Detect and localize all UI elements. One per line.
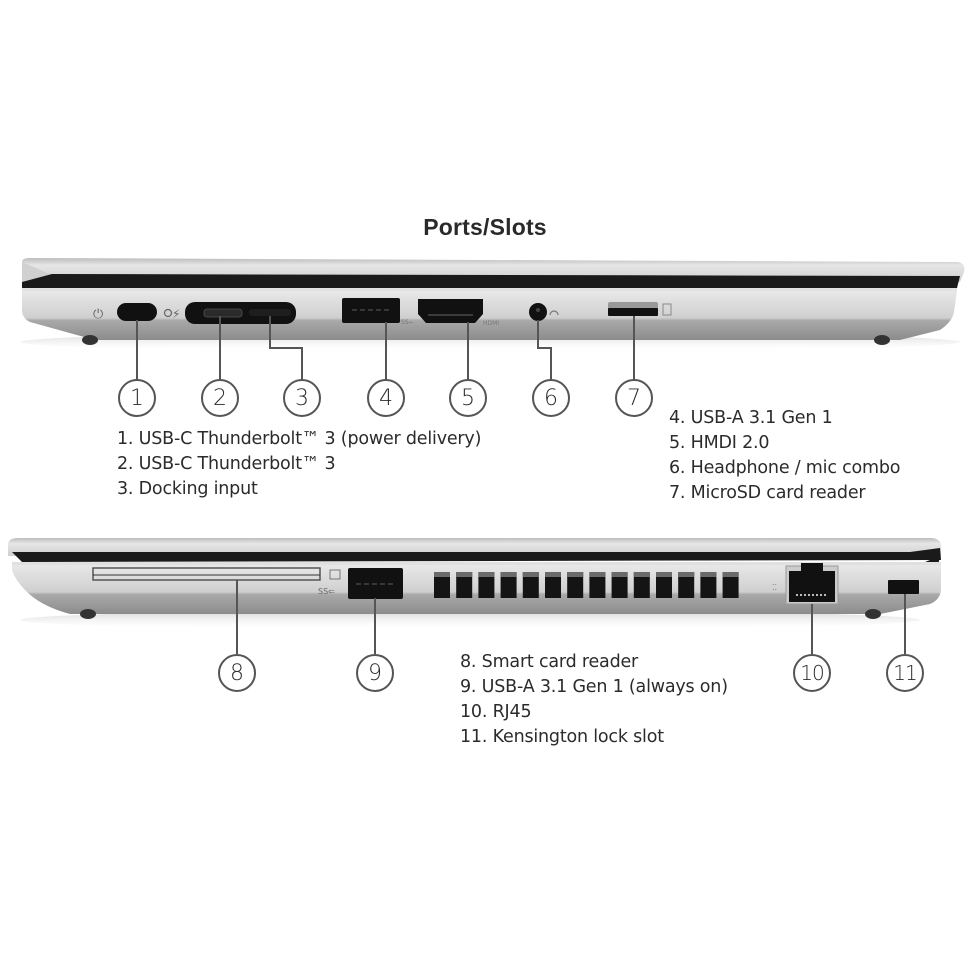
svg-text:⏻: ⏻: [93, 307, 103, 322]
vent-slot: [611, 572, 628, 598]
legend-item: 2. USB-C Thunderbolt™ 3: [117, 454, 336, 474]
port-rj45: ⁚⁚: [772, 563, 839, 605]
svg-text:SS⭠: SS⭠: [401, 319, 414, 326]
laptop-right-side: [8, 538, 942, 630]
vent-slot: [567, 572, 584, 598]
page-title: Ports/Slots: [423, 214, 547, 240]
vent-slot: [545, 572, 561, 598]
legend-item: 7. MicroSD card reader: [669, 483, 866, 503]
legend-item: 6. Headphone / mic combo: [669, 458, 901, 478]
vent-slot: [456, 572, 473, 598]
legend-item: 3. Docking input: [117, 479, 258, 499]
vent-slot: [589, 572, 606, 598]
callout-2: 2: [201, 379, 239, 417]
kensington-lock-slot: [888, 580, 919, 594]
top-callout-lines: [136, 316, 635, 380]
vent-slot: [434, 572, 450, 598]
svg-text:⁚⁚: ⁚⁚: [772, 583, 777, 592]
vent-grille: [434, 572, 739, 598]
callout-6: 6: [532, 379, 570, 417]
legend-item: 10. RJ45: [460, 702, 532, 722]
port-usb-c-power: ⏻: [93, 303, 157, 322]
bottom-callout-lines: [236, 580, 906, 654]
vent-slot: [700, 572, 717, 598]
callout-9: 9: [356, 654, 394, 692]
callout-8: 8: [218, 654, 256, 692]
port-audio-jack: [529, 303, 559, 321]
vent-slot: [522, 572, 539, 598]
vent-slot: [633, 572, 650, 598]
legend-bottom: 8. Smart card reader 9. USB-A 3.1 Gen 1 …: [460, 650, 728, 750]
port-usb-a: SS⭠: [342, 298, 414, 326]
vent-slot: [722, 572, 739, 598]
svg-text:⚡: ⚡: [172, 307, 180, 321]
vent-slot: [500, 572, 517, 598]
vent-slot: [478, 572, 495, 598]
callout-7: 7: [615, 379, 653, 417]
legend-item: 11. Kensington lock slot: [460, 727, 664, 747]
callout-3: 3: [283, 379, 321, 417]
legend-item: 8. Smart card reader: [460, 652, 639, 672]
port-hdmi: HDMI: [418, 299, 499, 327]
callout-1: 1: [118, 379, 156, 417]
port-smart-card: SS⇐: [92, 567, 341, 596]
legend-item: 9. USB-A 3.1 Gen 1 (always on): [460, 677, 728, 697]
legend-item: 1. USB-C Thunderbolt™ 3 (power delivery): [117, 429, 482, 449]
callout-5: 5: [449, 379, 487, 417]
laptop-left-side: [20, 258, 965, 352]
legend-item: 5. HMDI 2.0: [669, 433, 770, 453]
callout-4: 4: [367, 379, 405, 417]
legend-top-left: 1. USB-C Thunderbolt™ 3 (power delivery)…: [117, 427, 481, 502]
legend-top-right: 4. USB-A 3.1 Gen 1 5. HMDI 2.0 6. Headph…: [669, 406, 900, 506]
vent-slot: [678, 572, 695, 598]
callout-11: 11: [886, 654, 924, 692]
port-microsd: [608, 302, 672, 316]
vent-slot: [656, 572, 672, 598]
svg-text:SS⇐: SS⇐: [318, 587, 335, 596]
port-thunderbolt-dock: ⚡: [163, 302, 296, 324]
port-usb-a-always-on: [348, 568, 403, 599]
callout-10: 10: [793, 654, 831, 692]
svg-text:HDMI: HDMI: [483, 320, 499, 327]
legend-item: 4. USB-A 3.1 Gen 1: [669, 408, 833, 428]
